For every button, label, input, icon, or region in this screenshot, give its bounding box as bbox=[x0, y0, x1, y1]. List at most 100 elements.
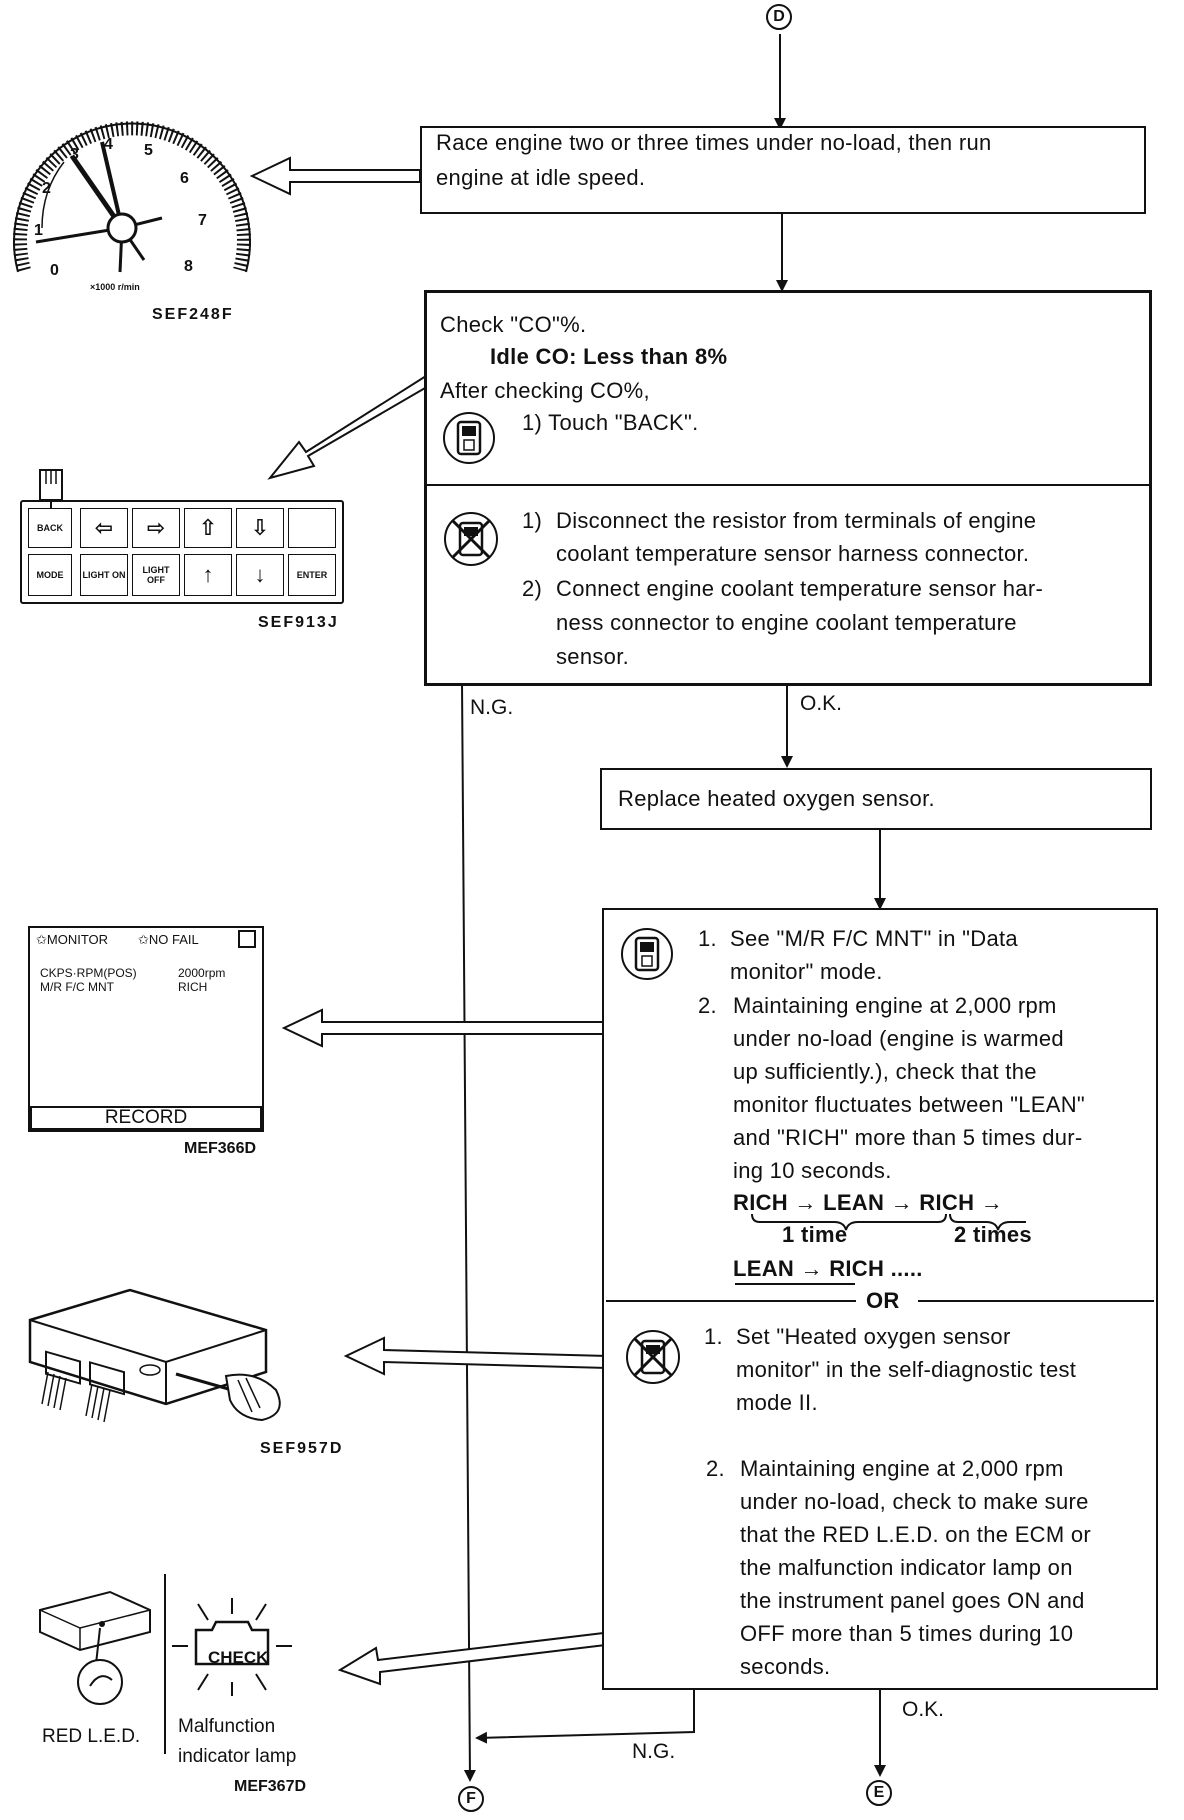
check-lamp-text: CHECK bbox=[208, 1648, 269, 1667]
check-co-consult-step: 1) Touch "BACK". bbox=[522, 410, 699, 435]
seq-underline bbox=[735, 1283, 855, 1285]
seq-1-time: 1 time bbox=[782, 1222, 848, 1247]
key-light-off: LIGHT OFF bbox=[132, 554, 180, 596]
connector-d: D bbox=[766, 4, 792, 30]
connector-e: E bbox=[866, 1780, 892, 1806]
key-light-on: LIGHT ON bbox=[80, 554, 128, 596]
mon-item-2-line-3: up sufficiently.), check that the bbox=[733, 1059, 1037, 1084]
or-divider-left bbox=[606, 1300, 856, 1302]
step-race-line-1: Race engine two or three times under no-… bbox=[436, 130, 992, 155]
mon-item-2-line-6: ing 10 seconds. bbox=[733, 1158, 892, 1183]
red-led-label: RED L.E.D. bbox=[42, 1726, 141, 1747]
key-right: ⇨ bbox=[132, 508, 180, 548]
step-monitor-box bbox=[602, 908, 1158, 1690]
monitor-ng-label: N.G. bbox=[632, 1740, 676, 1763]
check-ok-label: O.K. bbox=[800, 692, 843, 715]
mon-item-2-line-5: and "RICH" more than 5 times dur- bbox=[733, 1125, 1083, 1150]
tach-scale-label: ×1000 r/min bbox=[90, 282, 140, 292]
mon-item-1-num: 1. bbox=[698, 926, 717, 951]
key-back: BACK bbox=[28, 508, 72, 548]
step-replace-box bbox=[600, 768, 1152, 830]
mon-item-2-line-4: monitor fluctuates between "LEAN" bbox=[733, 1092, 1086, 1117]
seq-line-2: LEAN → RICH ..... bbox=[733, 1256, 923, 1281]
step-check-co-box bbox=[424, 290, 1152, 686]
monitor-row2-value: RICH bbox=[178, 980, 208, 994]
nc-item-2-line-3: that the RED L.E.D. on the ECM or bbox=[740, 1522, 1092, 1547]
consult-icon bbox=[443, 412, 495, 464]
key-arrow-up: ↑ bbox=[184, 554, 232, 596]
tach-num-3: 3 bbox=[70, 146, 81, 163]
led-figure-code: MEF367D bbox=[234, 1778, 307, 1795]
seq-2-times: 2 times bbox=[954, 1222, 1032, 1247]
ecm-figure-code: SEF957D bbox=[260, 1440, 344, 1457]
tach-num-7: 7 bbox=[198, 212, 209, 229]
no-consult-icon bbox=[626, 1330, 680, 1384]
or-label: OR bbox=[866, 1288, 900, 1313]
consult-icon bbox=[621, 928, 673, 980]
check-co-divider bbox=[426, 484, 1150, 486]
monitor-figure-code: MEF366D bbox=[184, 1140, 257, 1157]
nc-item-2-line-5: the instrument panel goes ON and bbox=[740, 1588, 1085, 1613]
arrow-ng-to-f bbox=[461, 681, 476, 1782]
check-co-spec: Idle CO: Less than 8% bbox=[490, 344, 728, 369]
key-down: ⇩ bbox=[236, 508, 284, 548]
mil-label-line-1: Malfunction bbox=[178, 1716, 276, 1737]
nc-item-2-line-7: seconds. bbox=[740, 1654, 831, 1679]
monitor-row1-name: CKPS·RPM(POS) bbox=[40, 966, 137, 980]
mon-item-1-line-1: See "M/R F/C MNT" in "Data bbox=[730, 926, 1018, 951]
seq-brackets bbox=[751, 1213, 1026, 1231]
monitor-header-right: ✩NO FAIL bbox=[138, 932, 199, 947]
nc-item-1-num: 1. bbox=[704, 1324, 723, 1349]
nc-step-2-line-1: Connect engine coolant temperature senso… bbox=[556, 576, 1044, 601]
nc-item-1-line-1: Set "Heated oxygen sensor bbox=[736, 1324, 1011, 1349]
pointer-to-monitor bbox=[281, 1008, 605, 1048]
key-up: ⇧ bbox=[184, 508, 232, 548]
nc-step-1-line-2: coolant temperature sensor harness conne… bbox=[556, 541, 1030, 566]
tach-num-2: 2 bbox=[42, 180, 53, 197]
key-blank bbox=[288, 508, 336, 548]
monitor-record-bar: RECORD bbox=[30, 1106, 262, 1130]
ecm-unit-figure bbox=[28, 1288, 281, 1423]
ecm-led-figure bbox=[39, 1590, 151, 1705]
check-co-line-1: Check "CO"%. bbox=[440, 312, 587, 337]
tach-num-0: 0 bbox=[50, 262, 61, 279]
monitor-ok-label: O.K. bbox=[902, 1698, 945, 1721]
monitor-row2-name: M/R F/C MNT bbox=[40, 980, 114, 994]
tach-num-8: 8 bbox=[184, 258, 195, 275]
or-divider-right bbox=[918, 1300, 1154, 1302]
seq-line-1: RICH → LEAN → RICH → bbox=[733, 1190, 1003, 1215]
check-lamp-icon bbox=[172, 1598, 292, 1696]
key-mode: MODE bbox=[28, 554, 72, 596]
monitor-screen-figure bbox=[28, 926, 264, 1132]
nc-step-2-line-2: ness connector to engine coolant tempera… bbox=[556, 610, 1017, 635]
tach-num-6: 6 bbox=[180, 170, 191, 187]
nc-step-2-line-3: sensor. bbox=[556, 644, 630, 669]
mil-label-line-2: indicator lamp bbox=[178, 1746, 297, 1767]
mon-item-1-line-2: monitor" mode. bbox=[730, 959, 883, 984]
mon-item-2-line-1: Maintaining engine at 2,000 rpm bbox=[733, 993, 1057, 1018]
step-race-line-2: engine at idle speed. bbox=[436, 165, 646, 190]
pointer-to-ecm bbox=[343, 1336, 609, 1376]
arrow-monitor-ng bbox=[475, 1686, 695, 1744]
nc-item-2-line-6: OFF more than 5 times during 10 bbox=[740, 1621, 1074, 1646]
monitor-checkbox-icon bbox=[238, 930, 256, 948]
key-arrow-down: ↓ bbox=[236, 554, 284, 596]
monitor-row1-value: 2000rpm bbox=[178, 966, 226, 980]
step-replace-text: Replace heated oxygen sensor. bbox=[618, 786, 935, 811]
monitor-header-left: ✩MONITOR bbox=[36, 932, 109, 947]
tachometer-figure bbox=[13, 121, 251, 273]
tach-num-5: 5 bbox=[144, 142, 155, 159]
no-consult-icon bbox=[444, 512, 498, 566]
pointer-to-tach bbox=[249, 156, 421, 196]
pointer-to-led bbox=[337, 1630, 616, 1686]
nc-step-2-num: 2) bbox=[522, 576, 543, 601]
nc-item-2-line-2: under no-load, check to make sure bbox=[740, 1489, 1089, 1514]
check-ng-label: N.G. bbox=[470, 696, 514, 719]
connector-f: F bbox=[458, 1786, 484, 1812]
mon-item-2-line-2: under no-load (engine is warmed bbox=[733, 1026, 1064, 1051]
figure-pointers bbox=[249, 156, 616, 1686]
pointer-to-keypad bbox=[267, 374, 434, 480]
key-left: ⇦ bbox=[80, 508, 128, 548]
tach-num-4: 4 bbox=[104, 136, 115, 153]
